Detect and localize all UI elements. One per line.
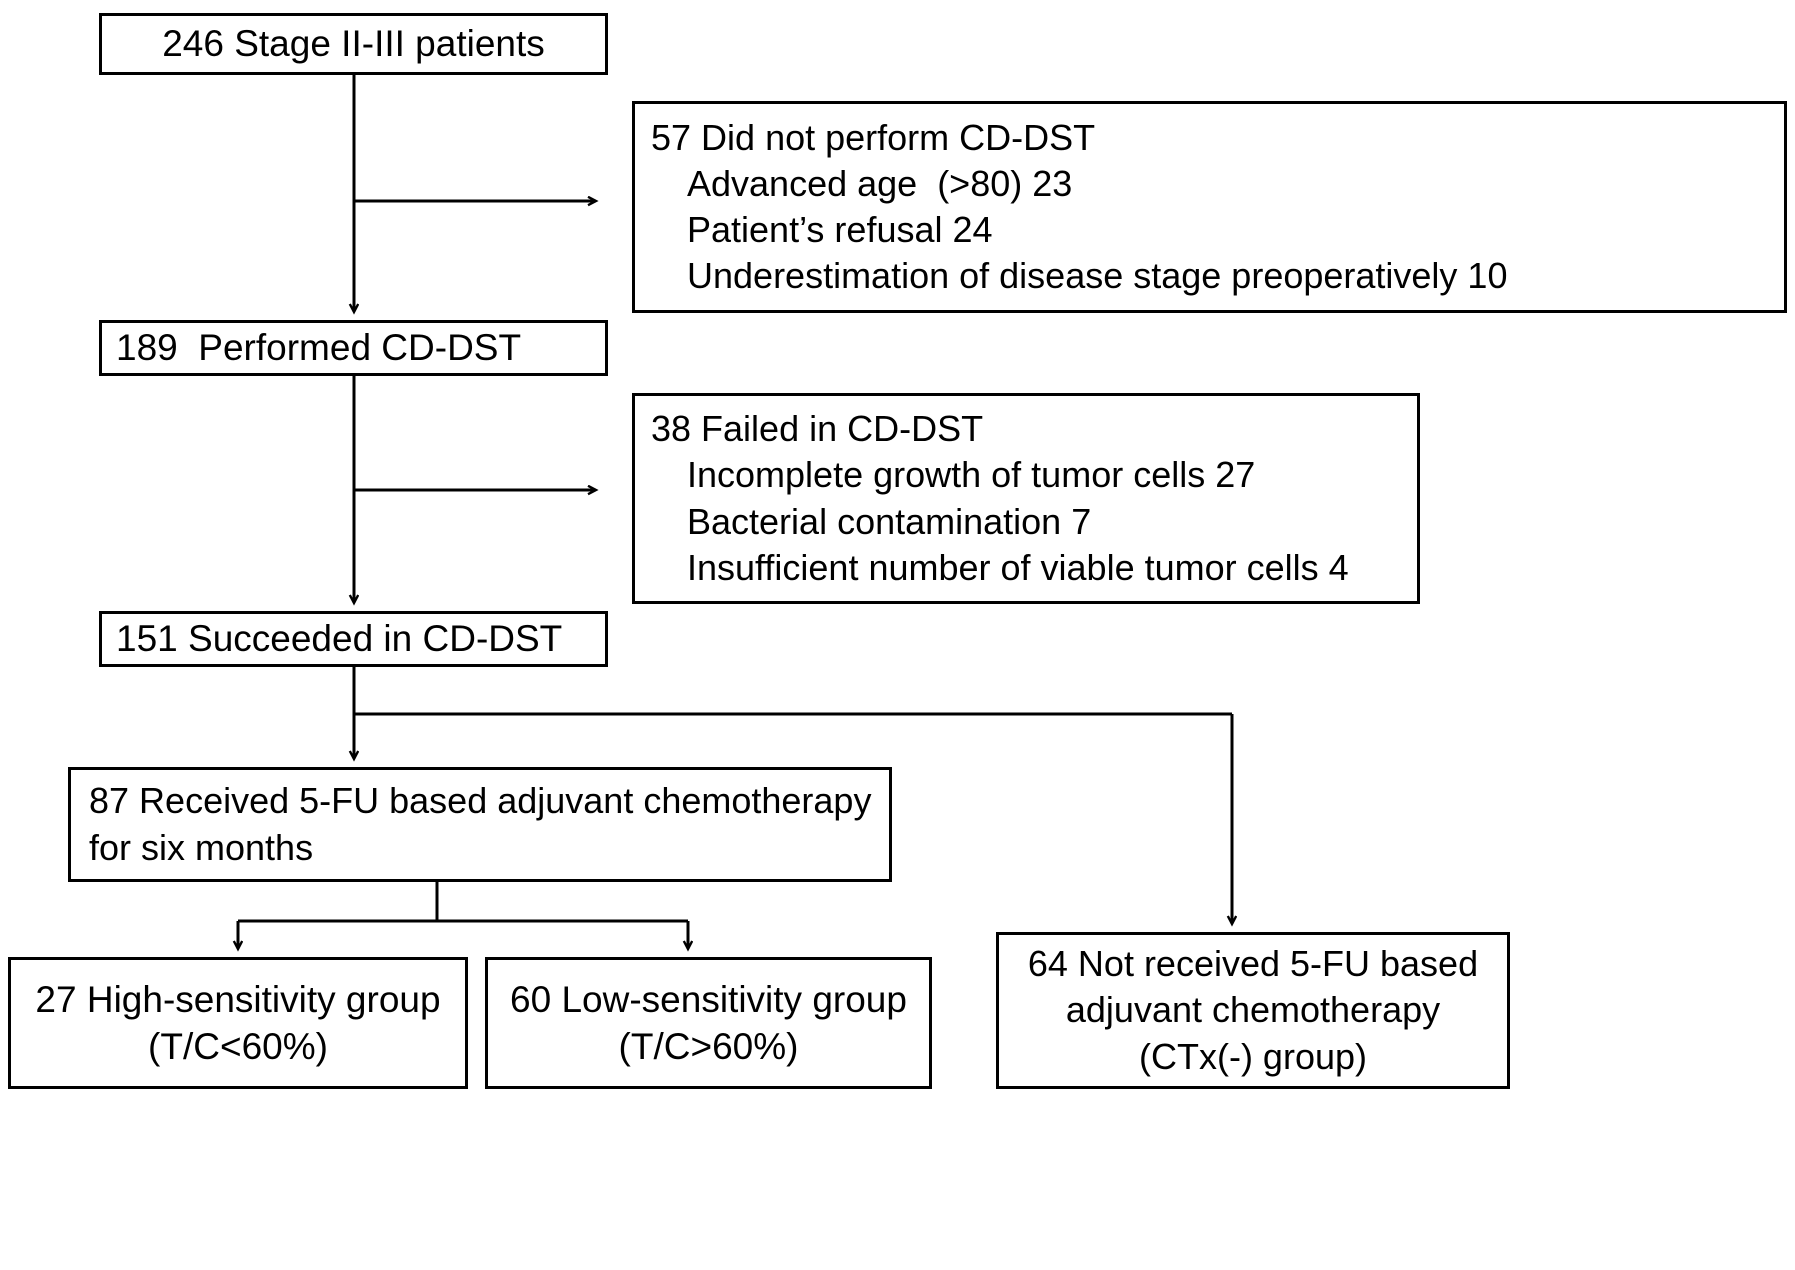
node-low-sensitivity-group: 60 Low-sensitivity group (T/C>60%) [485,957,932,1089]
node-not-received-chemotherapy: 64 Not received 5-FU based adjuvant chem… [996,932,1510,1089]
node-failed-cd-dst-line-4: Insufficient number of viable tumor cell… [687,546,1349,588]
node-received-chemotherapy-line-2: for six months [89,826,314,868]
node-failed-cd-dst-line-2: Incomplete growth of tumor cells 27 [687,454,1256,496]
node-did-not-perform-line-3: Patient’s refusal 24 [687,209,993,250]
node-total-patients: 246 Stage II-III patients [99,13,608,75]
node-failed-cd-dst-line-3: Bacterial contamination 7 [687,500,1092,542]
node-high-sensitivity-group-line-2: (T/C<60%) [148,1026,328,1067]
node-high-sensitivity-group: 27 High-sensitivity group (T/C<60%) [8,957,468,1089]
node-succeeded-cd-dst: 151 Succeeded in CD-DST [99,611,608,667]
node-did-not-perform-line-4: Underestimation of disease stage preoper… [687,255,1508,297]
node-received-chemotherapy: 87 Received 5-FU based adjuvant chemothe… [68,767,892,882]
node-did-not-perform: 57 Did not perform CD-DST Advanced age (… [632,101,1787,313]
node-not-received-chemotherapy-line-3: (CTx(-) group) [1138,1035,1367,1077]
node-high-sensitivity-group-line-1: 27 High-sensitivity group [35,978,441,1020]
node-performed-cd-dst-line-1: 189 Performed CD-DST [116,327,522,369]
node-not-received-chemotherapy-line-2: adjuvant chemotherapy [1065,989,1441,1031]
node-total-patients-line-1: 246 Stage II-III patients [162,23,545,65]
node-failed-cd-dst-line-1: 38 Failed in CD-DST [651,408,984,450]
node-low-sensitivity-group-line-1: 60 Low-sensitivity group [510,978,907,1020]
node-did-not-perform-line-1: 57 Did not perform CD-DST [651,116,1096,158]
node-not-received-chemotherapy-line-1: 64 Not received 5-FU based [1027,943,1479,985]
node-succeeded-cd-dst-line-1: 151 Succeeded in CD-DST [116,618,563,660]
node-performed-cd-dst: 189 Performed CD-DST [99,320,608,376]
node-did-not-perform-line-2: Advanced age (>80) 23 [687,162,1073,204]
node-failed-cd-dst: 38 Failed in CD-DST Incomplete growth of… [632,393,1420,604]
node-low-sensitivity-group-line-2: (T/C>60%) [618,1026,799,1067]
node-received-chemotherapy-line-1: 87 Received 5-FU based adjuvant chemothe… [89,780,872,822]
